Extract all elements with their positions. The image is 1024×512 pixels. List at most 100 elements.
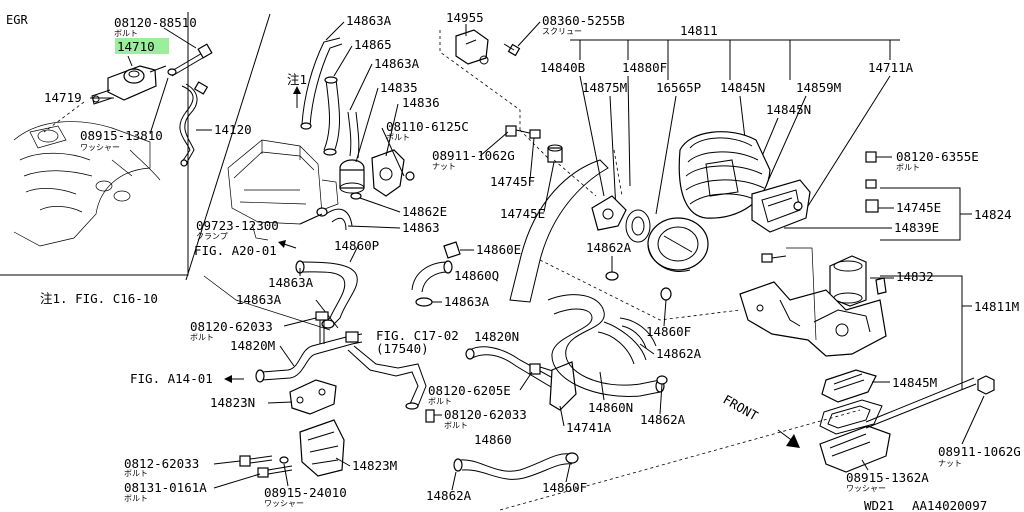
label-bolt-jp: ボルト — [114, 29, 138, 38]
throttle-body-14875m[interactable] — [647, 217, 709, 272]
label-14859m: 14859M — [796, 80, 841, 95]
bolt-08120-6355e[interactable] — [865, 151, 892, 163]
solenoid-valve-14955[interactable] — [455, 29, 489, 65]
engine-manifold-sketch — [13, 101, 161, 247]
label-08915-24010: 08915-24010 — [264, 485, 347, 500]
clamp-14863a-5[interactable] — [415, 297, 433, 307]
label-14862e: 14862E — [402, 204, 447, 219]
label-14845n-1: 14845N — [720, 80, 765, 95]
label-14823m: 14823M — [352, 458, 397, 473]
washer-08915-24010[interactable] — [279, 456, 289, 464]
clamp-14860e[interactable] — [443, 241, 461, 259]
leader-5255b — [517, 21, 541, 47]
bolt-08131-0161a[interactable] — [257, 465, 293, 478]
hose-short-14862a-2[interactable] — [619, 317, 657, 349]
bolt-08120-62033-b[interactable] — [425, 409, 435, 423]
egr-control-valve-14835[interactable] — [339, 159, 365, 194]
fitting-14745e-2[interactable] — [865, 199, 879, 213]
bracket-14823n[interactable] — [289, 379, 337, 415]
tube-14820n[interactable] — [465, 346, 561, 391]
label-14120: 14120 — [214, 122, 252, 137]
bolt-08120-88510[interactable] — [169, 43, 213, 77]
label-14862a-2: 14862A — [656, 346, 702, 361]
gasket-filter[interactable] — [819, 399, 883, 435]
note-divider — [185, 13, 271, 281]
bolt-0812-62033[interactable] — [239, 455, 273, 467]
label-14820m: 14820M — [230, 338, 275, 353]
hose-14863[interactable] — [325, 208, 353, 231]
label-08915-13810: 08915-13810 — [80, 128, 163, 143]
label-14860q: 14860Q — [454, 268, 499, 283]
hose-14860[interactable] — [453, 452, 579, 480]
fig-ref-c17-02[interactable]: FIG. C17-02 — [376, 328, 459, 343]
fitting-14745e-1[interactable] — [547, 144, 563, 163]
fig-ref-a14-01[interactable]: FIG. A14-01 — [130, 371, 213, 386]
arrow-up-icon — [293, 86, 301, 108]
cover-filter[interactable] — [819, 425, 891, 473]
clamp-14862a-1[interactable] — [605, 271, 619, 281]
bolt-14711a[interactable] — [793, 201, 803, 211]
label-washer-jp: ワッシャー — [80, 143, 120, 152]
leader-88510 — [163, 27, 197, 49]
label-14860e: 14860E — [476, 242, 521, 257]
label-14824: 14824 — [974, 207, 1012, 222]
bracket-14836[interactable] — [371, 149, 415, 197]
mount-bracket-14811m[interactable] — [739, 281, 887, 357]
clamp-09723-12300[interactable] — [316, 207, 328, 217]
label-09723-12300: 09723-12300 — [196, 218, 279, 233]
label-nut-jp-2: ナット — [938, 459, 962, 468]
bracket-14823m[interactable] — [299, 419, 345, 477]
label-14719: 14719 — [44, 90, 82, 105]
label-bolt-jp-3: ボルト — [896, 163, 920, 172]
gasket-14880f[interactable] — [625, 209, 651, 243]
leader-14862e — [359, 197, 401, 213]
label-14860: 14860 — [474, 432, 512, 447]
label-14840b: 14840B — [540, 60, 585, 75]
bracket-wire — [786, 247, 817, 341]
bolt-08120-62033-a[interactable] — [315, 311, 329, 344]
label-14863a-2: 14863A — [374, 56, 420, 71]
label-08120-6355e: 08120-6355E — [896, 149, 979, 164]
frame-dash-2 — [519, 129, 551, 161]
label-14820n: 14820N — [474, 329, 519, 344]
nut-08911-1062g[interactable] — [977, 375, 995, 395]
fitting-14745f[interactable] — [505, 125, 541, 139]
tube-17540[interactable] — [347, 345, 427, 410]
clamp-14862a-3[interactable] — [656, 375, 668, 385]
cover-14859m[interactable] — [751, 179, 811, 233]
front-arrow-icon — [777, 429, 800, 448]
fitting-14839e[interactable] — [761, 253, 787, 263]
clamp-14862e[interactable] — [350, 192, 362, 200]
fitting-14745e-2-top[interactable] — [865, 179, 877, 189]
fig-ref-a20-01[interactable]: FIG. A20-01 — [194, 243, 277, 258]
hose-14863a-set[interactable] — [323, 76, 360, 159]
hose-14865[interactable] — [300, 37, 343, 130]
heat-shield[interactable] — [509, 159, 609, 303]
leader-14710 — [127, 55, 133, 67]
tube-14820m[interactable] — [255, 331, 363, 383]
egr-tube-14120[interactable] — [179, 81, 209, 167]
label-14711a: 14711A — [868, 60, 914, 75]
leader-12300 — [299, 213, 323, 225]
label-08120-6205e: 08120-6205E — [428, 383, 511, 398]
bracket-14741a[interactable] — [549, 361, 577, 411]
label-14710[interactable]: 14710 — [117, 39, 155, 54]
leader-1062g-2 — [961, 395, 985, 445]
note-text: 注1. FIG. C16-10 — [40, 291, 158, 306]
egr-valve-14710[interactable] — [91, 65, 167, 105]
front-label: FRONT — [721, 392, 761, 424]
filter-14845m[interactable] — [821, 369, 877, 403]
washer-08915-13810[interactable] — [167, 68, 177, 76]
label-08360-5255b: 08360-5255B — [542, 13, 625, 28]
hose-14860q[interactable] — [411, 260, 453, 293]
fitting-14860f-1[interactable] — [660, 287, 672, 301]
solenoid-bracket-14832[interactable] — [829, 255, 887, 307]
plate-14840b[interactable] — [591, 195, 627, 231]
dash-link-2 — [613, 149, 623, 197]
rod-link[interactable] — [865, 377, 975, 423]
leader-14862a-4 — [451, 471, 457, 491]
screw-08360-5255b[interactable] — [503, 43, 521, 57]
leader-14840b — [579, 75, 605, 197]
label-14811m: 14811M — [974, 299, 1019, 314]
